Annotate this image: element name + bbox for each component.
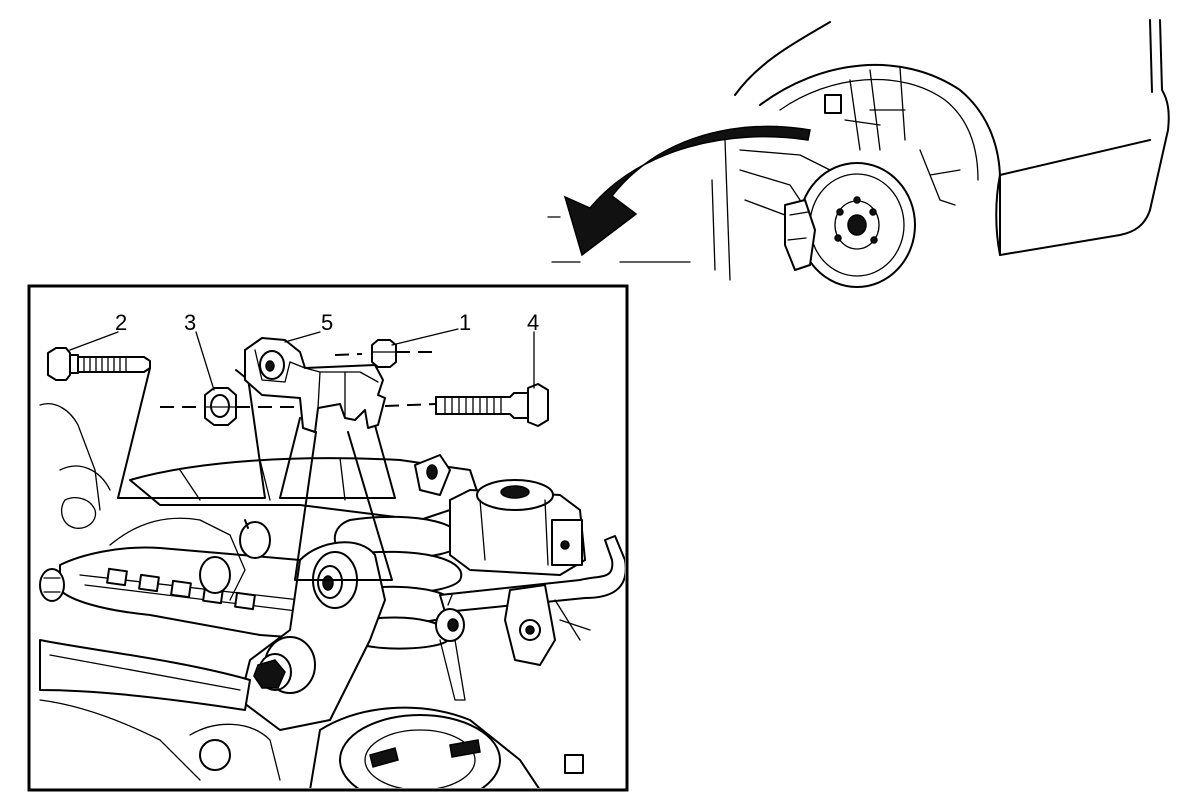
bolt-2 xyxy=(47,347,151,381)
wheel-hub xyxy=(309,706,584,788)
detail-illustration xyxy=(39,403,625,788)
bolt-4 xyxy=(435,383,549,427)
nut-1 xyxy=(371,339,397,368)
stabilizer-link xyxy=(435,594,466,701)
detail-frame xyxy=(27,284,629,792)
callout-1: 1 xyxy=(459,310,471,335)
nut-3 xyxy=(204,387,237,426)
callout-5: 5 xyxy=(321,310,333,335)
removal-direction-arrow xyxy=(563,125,811,257)
bracket-5 xyxy=(244,337,386,433)
brake-rotor xyxy=(798,162,916,288)
callout-2: 2 xyxy=(115,310,127,335)
vehicle-overview xyxy=(547,19,1170,288)
trailing-bushing xyxy=(449,479,586,576)
callout-4: 4 xyxy=(527,310,539,335)
callout-3: 3 xyxy=(184,310,196,335)
assembly-guide-lines xyxy=(117,367,396,581)
callout-leaders xyxy=(69,328,535,391)
